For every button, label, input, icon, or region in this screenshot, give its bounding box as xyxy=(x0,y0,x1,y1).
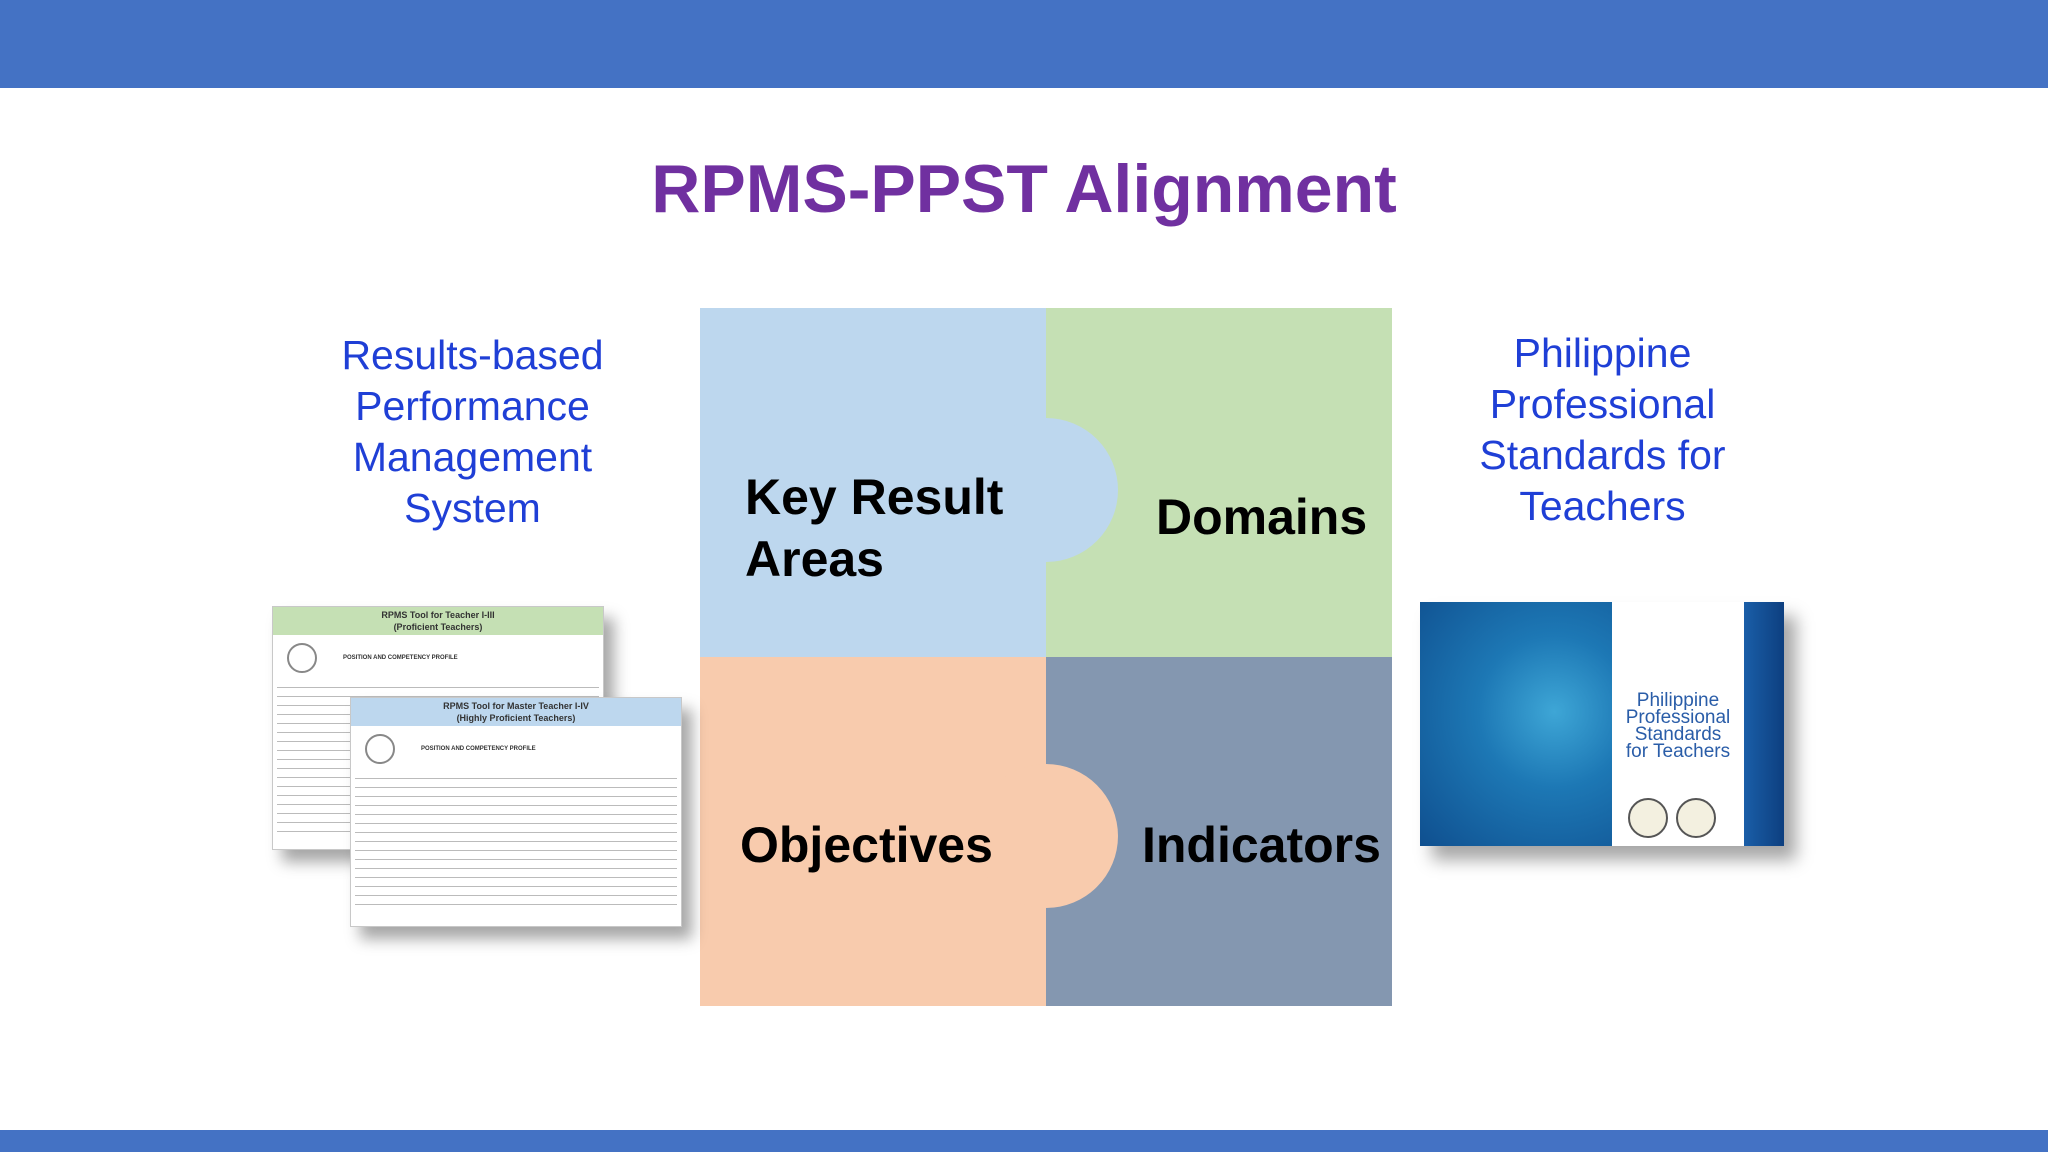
ppst-book-cover: Philippine Professional Standards for Te… xyxy=(1420,602,1784,846)
top-bar xyxy=(0,0,2048,88)
rpms-line: Management xyxy=(352,434,593,480)
document-profile-heading: POSITION AND COMPETENCY PROFILE xyxy=(343,655,458,661)
document-heading-line: RPMS Tool for Master Teacher I-IV xyxy=(443,701,589,711)
book-title-line: Professional xyxy=(1625,707,1731,728)
label-line: Key Result xyxy=(745,469,1004,525)
rpms-line: Results-based xyxy=(341,332,604,378)
document-heading-line: (Proficient Teachers) xyxy=(393,622,483,632)
ppst-line: Professional xyxy=(1489,381,1716,427)
label-indicators: Indicators xyxy=(1142,817,1381,873)
rpms-line: System xyxy=(404,485,541,531)
label-domains: Domains xyxy=(1156,489,1368,545)
master-teacher-tool-document-thumbnail: RPMS Tool for Master Teacher I-IV (Highl… xyxy=(350,697,682,927)
rpms-description: Results-based Performance Management Sys… xyxy=(300,330,645,534)
label-line: Areas xyxy=(745,531,884,587)
book-title-line: for Teachers xyxy=(1625,741,1731,762)
alignment-puzzle: Key Result Areas Domains Objectives Indi… xyxy=(700,308,1392,1006)
document-heading-line: RPMS Tool for Teacher I-III xyxy=(381,610,495,620)
slide-title: RPMS-PPST Alignment xyxy=(651,151,1397,227)
document-profile-heading: POSITION AND COMPETENCY PROFILE xyxy=(421,746,536,752)
ppst-line: Standards for xyxy=(1479,432,1726,478)
agency-seal-icon xyxy=(1676,798,1716,838)
rpms-line: Performance xyxy=(355,383,590,429)
book-cover-title: Philippine Professional Standards for Te… xyxy=(1612,690,1744,762)
deped-seal-icon xyxy=(365,734,395,764)
book-cover-stripe xyxy=(1744,602,1784,846)
deped-seal-icon xyxy=(1628,798,1668,838)
document-heading: RPMS Tool for Master Teacher I-IV (Highl… xyxy=(351,698,681,726)
label-objectives: Objectives xyxy=(740,817,993,873)
book-title-line: Philippine xyxy=(1636,690,1720,711)
puzzle-knob-bottom xyxy=(974,764,1118,908)
document-heading: RPMS Tool for Teacher I-III (Proficient … xyxy=(273,607,603,635)
book-title-line: Standards xyxy=(1634,724,1722,745)
document-table-lines xyxy=(355,778,677,920)
ppst-line: Teachers xyxy=(1519,483,1686,529)
bottom-bar xyxy=(0,1130,2048,1152)
deped-seal-icon xyxy=(287,643,317,673)
label-key-result-areas: Key Result Areas xyxy=(745,466,1003,590)
puzzle-knob-top xyxy=(974,418,1118,562)
ppst-description: Philippine Professional Standards for Te… xyxy=(1430,328,1775,532)
ppst-line: Philippine xyxy=(1513,330,1692,376)
document-heading-line: (Highly Proficient Teachers) xyxy=(456,713,576,723)
book-cover-art xyxy=(1420,602,1612,846)
